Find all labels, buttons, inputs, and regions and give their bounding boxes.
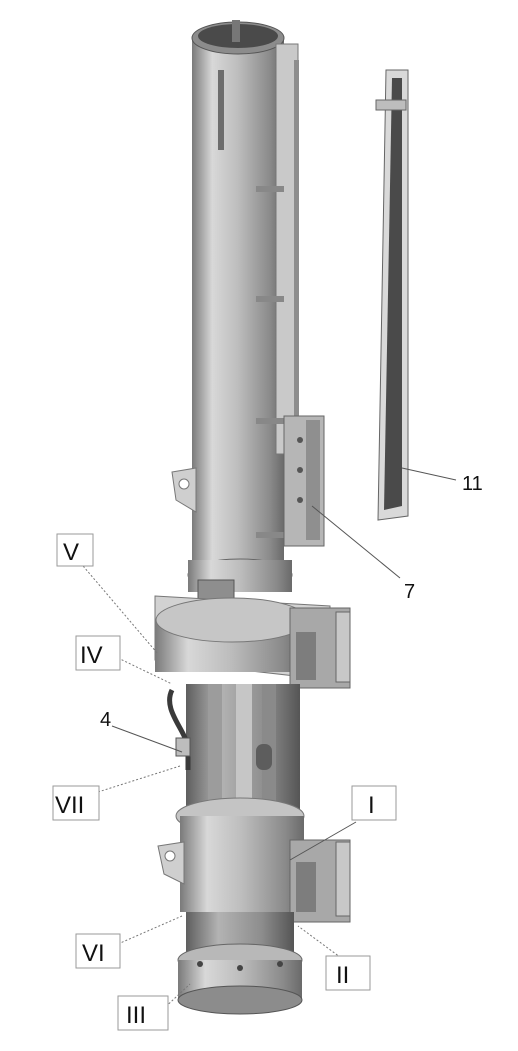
- leader-VI: [117, 915, 183, 945]
- hose-cable: [167, 688, 191, 770]
- callout-IV: IV: [80, 642, 103, 669]
- leader-III: [159, 983, 191, 1013]
- side-rail-bracket: [256, 43, 325, 547]
- leader-I: [289, 821, 357, 861]
- base-flange: [177, 912, 303, 1015]
- callout-box-IV: [75, 635, 121, 671]
- callout-VII: VII: [55, 792, 84, 819]
- leader-II: [297, 925, 345, 961]
- leader-IV: [117, 657, 173, 685]
- lower-lug: [157, 841, 185, 885]
- callout-III: III: [126, 1002, 146, 1029]
- leader-7: [311, 505, 401, 579]
- callout-box-I: [351, 785, 397, 821]
- collar-ring: [187, 558, 293, 601]
- upper-tube: [191, 20, 285, 568]
- callout-box-II: [325, 955, 371, 991]
- callout-11: 11: [462, 473, 483, 495]
- callout-box-III: [117, 995, 169, 1031]
- lower-clamp: [175, 797, 351, 923]
- callout-II: II: [336, 962, 349, 989]
- callout-7: 7: [404, 581, 415, 603]
- callout-V: V: [63, 539, 79, 566]
- leader-VII: [97, 765, 181, 793]
- upper-clamp: [154, 595, 351, 689]
- callout-VI: VI: [82, 940, 105, 967]
- leader-V: [77, 559, 159, 655]
- callout-4: 4: [100, 709, 111, 731]
- leader-11: [401, 467, 457, 481]
- lifting-lug: [171, 467, 197, 513]
- leader-4: [111, 725, 183, 753]
- separate-strip-part: [375, 69, 409, 521]
- callout-box-VI: [75, 933, 121, 969]
- callout-I: I: [368, 792, 375, 819]
- callout-box-VII: [52, 785, 100, 821]
- callout-box-V: [56, 533, 94, 567]
